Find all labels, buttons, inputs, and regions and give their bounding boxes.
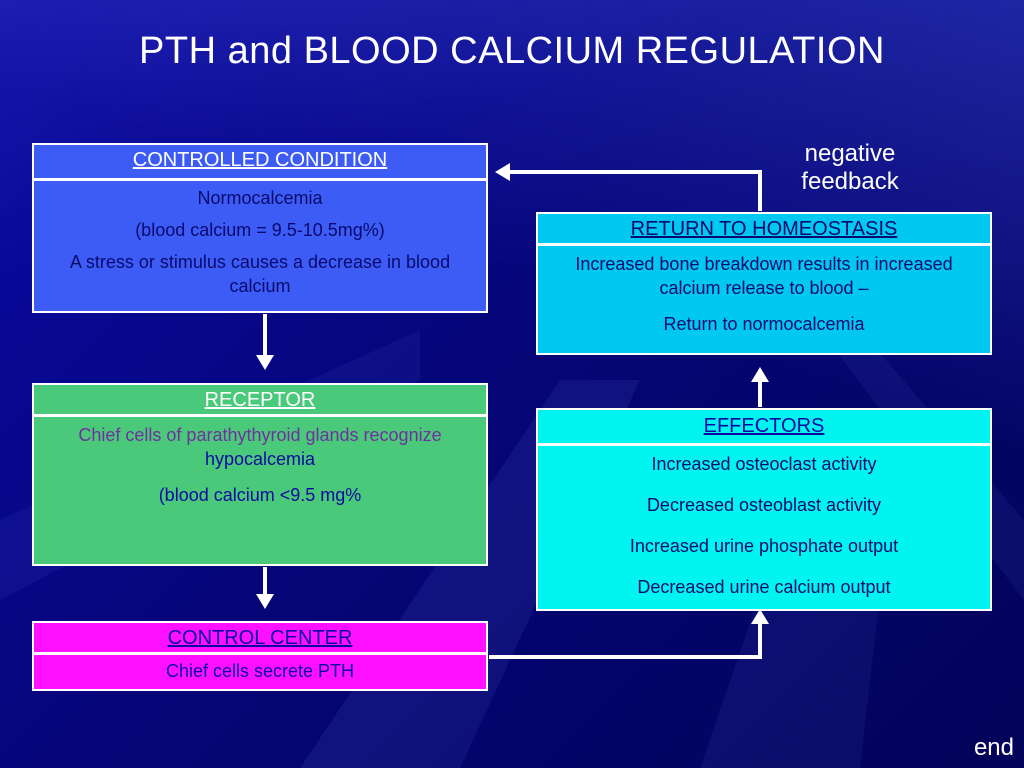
negative-feedback-label: negative feedback — [801, 140, 899, 195]
effectors-header: EFFECTORS — [538, 410, 990, 446]
effectors-box: EFFECTORS Increased osteoclast activity … — [536, 408, 992, 611]
effectors-line: Increased osteoclast activity — [651, 454, 877, 474]
control-center-line: Chief cells secrete PTH — [165, 661, 355, 681]
receptor-header: RECEPTOR — [34, 385, 486, 417]
arrow-to-effectors-head — [751, 609, 769, 624]
effectors-line: Decreased osteoblast activity — [646, 495, 882, 515]
return-to-homeostasis-line: Return to normocalcemia — [663, 314, 865, 334]
arrow-to-effectors — [489, 622, 762, 659]
controlled-condition-line: Normocalcemia — [197, 188, 323, 208]
receptor-body: Chief cells of parathythyroid glands rec… — [34, 417, 486, 507]
control-center-box: CONTROL CENTER Chief cells secrete PTH — [32, 621, 488, 691]
controlled-condition-line: (blood calcium = 9.5-10.5mg%) — [135, 220, 385, 240]
arrow-negative-feedback-head — [495, 163, 510, 181]
receptor-hypocalcemia: hypocalcemia — [204, 449, 316, 469]
return-to-homeostasis-line: Increased bone breakdown results in incr… — [575, 254, 953, 298]
controlled-condition-box: CONTROLLED CONDITION Normocalcemia (bloo… — [32, 143, 488, 313]
effectors-line: Increased urine phosphate output — [629, 536, 899, 556]
arrow-to-return-head — [751, 367, 769, 382]
page-title: PTH and BLOOD CALCIUM REGULATION — [139, 30, 885, 72]
receptor-line: (blood calcium <9.5 mg% — [158, 485, 362, 505]
return-to-homeostasis-body: Increased bone breakdown results in incr… — [538, 246, 990, 336]
control-center-body: Chief cells secrete PTH — [34, 655, 486, 683]
receptor-box: RECEPTOR Chief cells of parathythyroid g… — [32, 383, 488, 566]
controlled-condition-body: Normocalcemia (blood calcium = 9.5-10.5m… — [34, 181, 486, 298]
return-to-homeostasis-box: RETURN TO HOMEOSTASIS Increased bone bre… — [536, 212, 992, 355]
effectors-body: Increased osteoclast activity Decreased … — [538, 446, 990, 599]
arrow-to-control-center-head — [256, 594, 274, 609]
controlled-condition-header: CONTROLLED CONDITION — [34, 145, 486, 181]
receptor-line: Chief cells of parathythyroid glands rec… — [44, 423, 476, 471]
return-to-homeostasis-header: RETURN TO HOMEOSTASIS — [538, 214, 990, 246]
control-center-header: CONTROL CENTER — [34, 623, 486, 655]
arrow-to-receptor-head — [256, 355, 274, 370]
controlled-condition-line: A stress or stimulus causes a decrease i… — [69, 252, 451, 296]
arrow-negative-feedback — [508, 170, 762, 211]
end-link[interactable]: end — [973, 734, 1014, 761]
effectors-line: Decreased urine calcium output — [637, 577, 891, 597]
receptor-text: Chief cells of parathythyroid glands rec… — [78, 425, 442, 445]
